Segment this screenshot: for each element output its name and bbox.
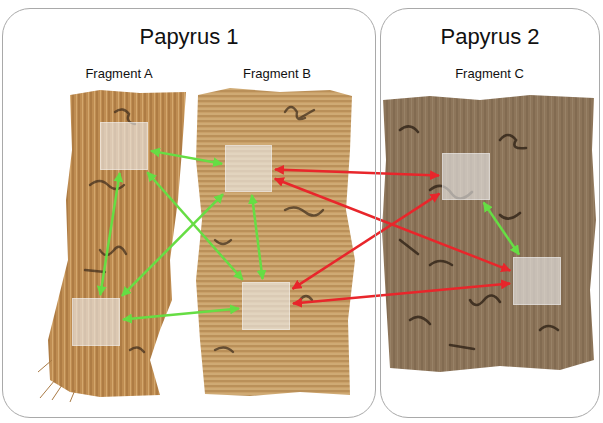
patch-square (513, 257, 561, 305)
mismatch-arrow (293, 194, 440, 289)
patch-square (442, 153, 490, 200)
patch-square (242, 282, 290, 330)
match-arrow (123, 309, 239, 320)
fragment-label: Fragment A (85, 66, 152, 82)
match-arrow (122, 194, 223, 296)
patch-square (72, 298, 120, 346)
panel-title: Papyrus 1 (139, 23, 238, 51)
fragment-label: Fragment C (455, 66, 524, 82)
fragment-label: Fragment B (243, 66, 311, 82)
patch-square (100, 122, 148, 170)
match-arrow (100, 173, 119, 295)
patch-square (225, 145, 272, 192)
match-arrow (151, 151, 222, 164)
fragment-group: Fragment C (381, 64, 598, 374)
papyrus-fragment-image (38, 90, 186, 402)
match-arrow (484, 202, 519, 254)
mismatch-arrow (275, 169, 439, 175)
mismatch-arrow (293, 283, 510, 303)
fragment-group: Fragment B (194, 64, 360, 398)
papyrus-panel: Papyrus 1 Fragment A Fragment B (2, 8, 376, 418)
papyrus-fragment-image (196, 88, 355, 396)
papyrus-panel: Papyrus 2 Fragment C (380, 8, 600, 418)
fragment-group: Fragment A (45, 64, 193, 398)
match-arrow (252, 195, 263, 279)
panel-title: Papyrus 2 (440, 23, 539, 51)
